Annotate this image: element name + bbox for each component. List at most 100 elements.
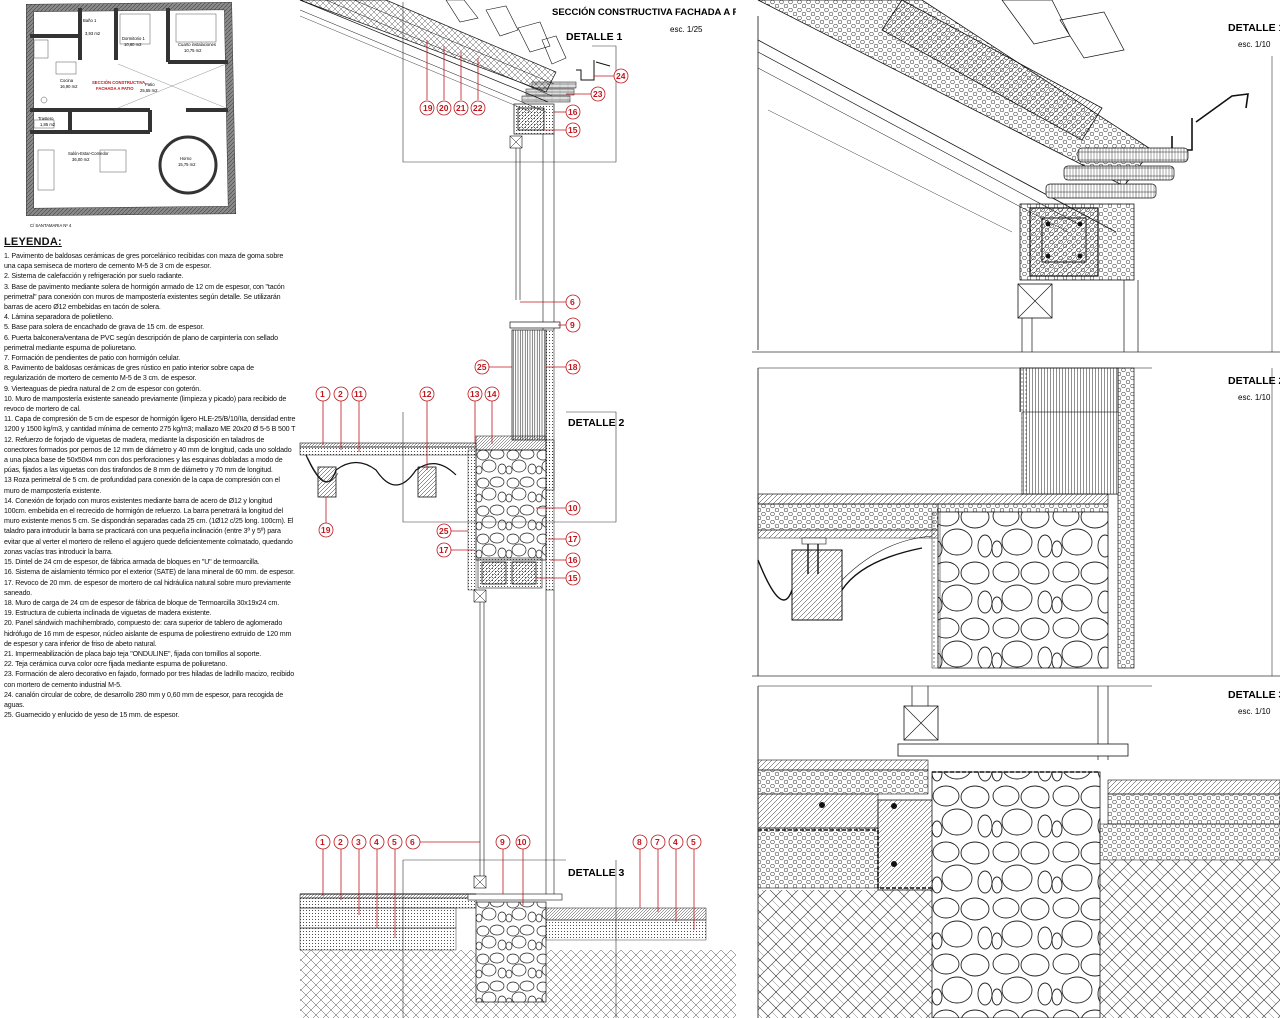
svg-text:8: 8 bbox=[637, 837, 642, 847]
callout-top-15: 15 bbox=[544, 122, 581, 138]
callout-ground-2: 2 bbox=[333, 834, 349, 900]
svg-text:Trastero: Trastero bbox=[38, 116, 54, 121]
detail-3-frame bbox=[402, 859, 617, 1018]
callout-6: 6 bbox=[520, 294, 581, 310]
floor-slab bbox=[299, 435, 547, 498]
callout-floor-2: 2 bbox=[333, 386, 349, 450]
callout-wall-16: 16 bbox=[550, 552, 581, 568]
sheet-scale: esc. 1/25 bbox=[670, 25, 703, 34]
svg-text:15,75 m2: 15,75 m2 bbox=[178, 162, 196, 167]
svg-text:Baño 1: Baño 1 bbox=[83, 18, 97, 23]
svg-text:36,00 m2: 36,00 m2 bbox=[72, 157, 90, 162]
svg-text:17: 17 bbox=[439, 545, 449, 555]
legend-item: 10. Muro de mampostería existente sanead… bbox=[4, 394, 287, 414]
svg-text:4: 4 bbox=[673, 837, 678, 847]
svg-text:20: 20 bbox=[439, 103, 449, 113]
svg-text:10: 10 bbox=[568, 503, 578, 513]
svg-text:5: 5 bbox=[691, 837, 696, 847]
legend-title: LEYENDA: bbox=[4, 236, 62, 248]
svg-text:1: 1 bbox=[320, 837, 325, 847]
legend-item: 13 Roza perimetral de 5 cm. de profundid… bbox=[4, 476, 280, 495]
plan-patio-diagonals bbox=[117, 63, 227, 109]
detail-3-scale: esc. 1/10 bbox=[1238, 707, 1271, 716]
svg-text:22: 22 bbox=[473, 103, 483, 113]
callout-ground-5: 5 bbox=[387, 834, 403, 938]
detail-3-label: DETALLE 3 bbox=[568, 867, 625, 879]
detail-2-title: DETALLE 2 bbox=[1228, 375, 1280, 387]
svg-text:24: 24 bbox=[616, 71, 626, 81]
callout-floor-13: 13 bbox=[467, 386, 483, 444]
svg-text:16: 16 bbox=[568, 555, 578, 565]
svg-text:SECCIÓN CONSTRUCTIVA: SECCIÓN CONSTRUCTIVA bbox=[92, 80, 145, 85]
callouts: 19 20 21 22 24 23 bbox=[315, 40, 702, 938]
legend-item: 9. Vierteaguas de piedra natural de 2 cm… bbox=[4, 384, 201, 393]
svg-text:2: 2 bbox=[338, 837, 343, 847]
callout-top-19: 19 bbox=[419, 40, 435, 116]
legend: LEYENDA: 1. Pavimento de baldosas cerámi… bbox=[4, 236, 296, 996]
svg-text:17: 17 bbox=[568, 534, 578, 544]
callout-ground-10: 10 bbox=[515, 834, 531, 905]
callout-patio-4: 4 bbox=[668, 834, 684, 922]
legend-item: 1. Pavimento de baldosas cerámicas de gr… bbox=[4, 252, 284, 271]
sheet-title: SECCIÓN CONSTRUCTIVA FACHADA A PATIO bbox=[552, 6, 736, 18]
svg-text:10,75 m2: 10,75 m2 bbox=[184, 48, 202, 53]
callout-ground-3: 3 bbox=[351, 834, 367, 915]
roof bbox=[299, 0, 611, 113]
detail-3-title: DETALLE 3 bbox=[1228, 689, 1280, 701]
svg-text:1: 1 bbox=[320, 389, 325, 399]
svg-text:16: 16 bbox=[568, 107, 578, 117]
svg-text:9: 9 bbox=[570, 320, 575, 330]
legend-item: 3. Base de pavimento mediante solera de … bbox=[4, 282, 285, 312]
plan-inner-walls bbox=[30, 8, 228, 134]
detail-2: DETALLE 2 esc. 1/10 bbox=[752, 367, 1280, 677]
callout-floor-14: 14 bbox=[484, 386, 500, 444]
detail-1-frame bbox=[402, 2, 617, 163]
ground-floor bbox=[299, 893, 736, 1018]
callout-top-20: 20 bbox=[436, 46, 452, 116]
svg-text:Salón-Estar-Comedor: Salón-Estar-Comedor bbox=[68, 151, 109, 156]
plan-furniture bbox=[33, 13, 217, 191]
svg-text:3,93 m2: 3,93 m2 bbox=[85, 31, 101, 36]
legend-item: 7. Formación de pendientes de patio con … bbox=[4, 354, 181, 363]
plan-labels: Baño 1 3,93 m2 Dormitorio 1 10,80 m2 Cua… bbox=[30, 18, 216, 228]
svg-text:19: 19 bbox=[321, 525, 331, 535]
legend-item: 4. Lámina separadora de polietileno. bbox=[4, 313, 114, 322]
svg-text:FACHADA A PATIO: FACHADA A PATIO bbox=[96, 86, 134, 91]
svg-text:25: 25 bbox=[477, 362, 487, 372]
detail-3: DETALLE 3 esc. 1/10 bbox=[757, 685, 1280, 1018]
svg-text:Cocina: Cocina bbox=[60, 78, 74, 83]
callout-wall-25: 25 bbox=[436, 523, 468, 539]
svg-text:11: 11 bbox=[354, 389, 363, 399]
callout-top-16: 16 bbox=[554, 104, 581, 120]
callout-wall-17-right: 17 bbox=[548, 531, 581, 547]
callout-wall-15: 15 bbox=[536, 570, 581, 586]
detail-2-scale: esc. 1/10 bbox=[1238, 393, 1271, 402]
detail-1-scale: esc. 1/10 bbox=[1238, 40, 1271, 49]
detail-2-label: DETALLE 2 bbox=[568, 417, 625, 429]
callout-wall-17-left: 17 bbox=[436, 542, 474, 558]
legend-item: 6. Puerta balconera/ventana de PVC según… bbox=[4, 333, 278, 352]
detail-1-label: DETALLE 1 bbox=[566, 31, 623, 43]
svg-text:2: 2 bbox=[338, 389, 343, 399]
detail-drawings: DETALLE 1 esc. 1/10 bbox=[752, 0, 1280, 1018]
svg-text:23: 23 bbox=[593, 89, 603, 99]
svg-text:18: 18 bbox=[568, 362, 578, 372]
callout-floor-19: 19 bbox=[318, 497, 334, 538]
svg-text:7: 7 bbox=[655, 837, 660, 847]
legend-item: 11. Capa de compresión de 5 cm de espeso… bbox=[4, 415, 296, 434]
svg-text:19: 19 bbox=[423, 103, 433, 113]
callout-patio-7: 7 bbox=[650, 834, 666, 912]
callout-floor-1: 1 bbox=[315, 386, 331, 445]
legend-item: 5. Base para solera de encachado de grav… bbox=[4, 323, 204, 332]
svg-text:Horno: Horno bbox=[180, 156, 192, 161]
callout-top-22: 22 bbox=[470, 58, 486, 116]
svg-text:12: 12 bbox=[422, 389, 432, 399]
legend-item: 14. Conexión de forjado con muros existe… bbox=[4, 496, 294, 556]
legend-list: 1. Pavimento de baldosas cerámicas de gr… bbox=[4, 251, 296, 720]
legend-item: 2. Sistema de calefacción y refrigeració… bbox=[4, 272, 184, 281]
svg-text:15: 15 bbox=[568, 573, 578, 583]
svg-text:C/ SANTAMARIA Nº 4: C/ SANTAMARIA Nº 4 bbox=[30, 223, 72, 228]
svg-text:6: 6 bbox=[410, 837, 415, 847]
legend-item: 24. canalón circular de cobre, de desarr… bbox=[4, 690, 284, 709]
callout-25-upper: 25 bbox=[474, 359, 512, 375]
